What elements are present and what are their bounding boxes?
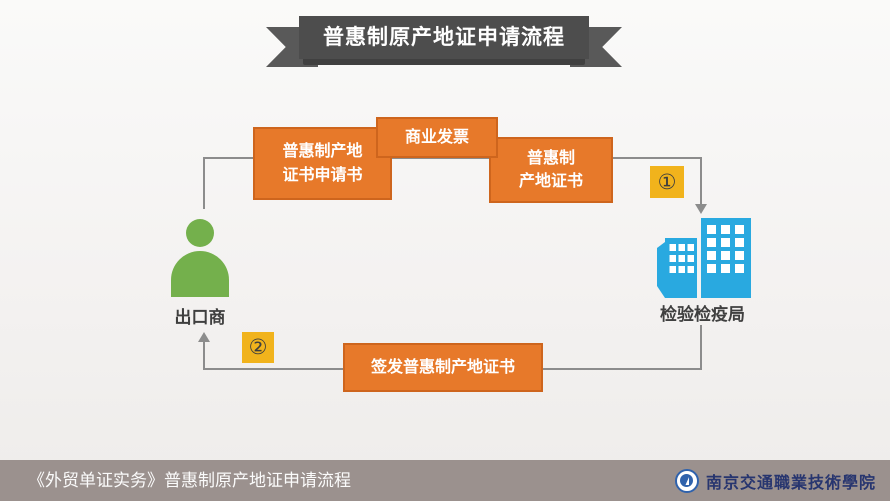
school-logo-icon <box>674 468 699 493</box>
school-logo: 南京交通職業技術學院 <box>674 460 876 501</box>
buildings-icon <box>657 218 751 298</box>
doc-box-certificate-line1: 普惠制 <box>526 149 575 167</box>
exporter-label: 出口商 <box>174 308 226 327</box>
arrow-down-icon <box>695 204 707 214</box>
person-icon-body <box>171 251 229 297</box>
doc-box-invoice-line1: 商业发票 <box>404 128 469 146</box>
footer-bar: 《外贸单证实务》普惠制原产地证申请流程 南京交通職業技術學院 <box>0 460 890 501</box>
doc-box-certificate-line2: 产地证书 <box>518 173 583 190</box>
doc-box-application-line2: 证书申请书 <box>282 166 363 184</box>
connector-top-horizontal <box>203 157 702 159</box>
person-icon-head <box>186 219 214 247</box>
ribbon-fold <box>303 55 585 65</box>
school-name: 南京交通職業技術學院 <box>705 474 876 492</box>
bureau-label: 检验检疫局 <box>660 305 745 324</box>
connector-top-right-vertical <box>700 157 702 205</box>
slide-title: 普惠制原产地证申请流程 <box>299 16 589 59</box>
doc-box-application-line1: 普惠制产地 <box>282 143 363 161</box>
connector-bottom-right-vertical <box>700 325 702 370</box>
school-logo-icon-inner <box>680 474 694 487</box>
footer-caption: 《外贸单证实务》普惠制原产地证申请流程 <box>28 471 351 490</box>
connector-bottom-left-vertical <box>203 341 205 370</box>
step-badge-1: ① <box>650 166 684 198</box>
issue-box: 签发普惠制产地证书 <box>343 343 543 392</box>
connector-top-left-vertical <box>203 157 205 209</box>
step-badge-2: ② <box>242 332 274 363</box>
arrow-up-icon <box>198 332 210 342</box>
doc-box-certificate: 普惠制 产地证书 <box>489 137 613 203</box>
doc-box-invoice: 商业发票 <box>376 117 498 158</box>
issue-box-line1: 签发普惠制产地证书 <box>370 358 515 376</box>
doc-box-application: 普惠制产地 证书申请书 <box>253 127 392 200</box>
